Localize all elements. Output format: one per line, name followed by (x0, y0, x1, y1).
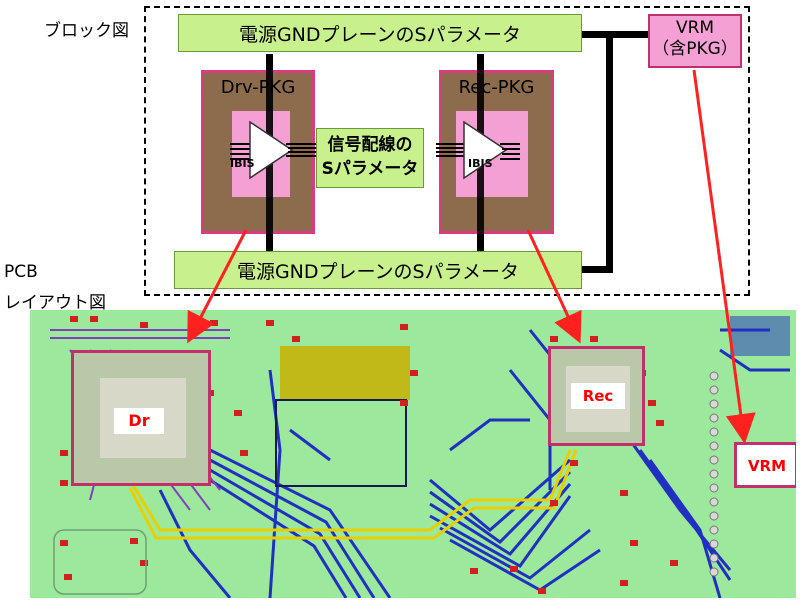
driver-ibis-label: IBIS (230, 157, 255, 170)
pcb-driver-label: Dr (114, 408, 164, 434)
pcb-artwork (50, 316, 790, 598)
pcb-vrm-label: VRM (747, 457, 787, 475)
vrm-subtitle: （含PKG） (652, 39, 738, 59)
pcb-layout: Dr Rec VRM (30, 310, 796, 598)
driver-package-title: Drv-PKG (220, 77, 296, 98)
pcb-caption-2: レイアウト図 (4, 293, 106, 313)
signal-line-title-2: Sパラメータ (321, 159, 419, 179)
signal-line-sparam-box: 信号配線の Sパラメータ (316, 128, 424, 188)
power-plane-top: 電源GNDプレーンのSパラメータ (178, 14, 582, 52)
vrm-connector-vertical (606, 31, 613, 273)
receiver-ibis-label: IBIS (468, 157, 493, 170)
vrm-connector-top (582, 31, 650, 38)
vrm-title: VRM (675, 18, 715, 38)
vrm-block: VRM （含PKG） (648, 14, 742, 68)
block-diagram-caption: ブロック図 (44, 21, 129, 41)
signal-line-title-1: 信号配線の (327, 135, 413, 155)
pcb-receiver-label: Rec (571, 383, 625, 409)
pcb-vrm-component (734, 442, 796, 488)
arrow-receiver-to-pcb (526, 229, 582, 344)
pcb-caption-1: PCB (4, 262, 38, 282)
vrm-connector-bottom (582, 266, 613, 273)
arrow-driver-to-pcb (187, 229, 248, 344)
driver-buffer-symbol (230, 120, 320, 180)
block-diagram-boundary (144, 6, 750, 296)
power-plane-bottom: 電源GNDプレーンのSパラメータ (174, 251, 582, 289)
arrow-vrm-to-pcb (692, 69, 756, 444)
receiver-buffer-symbol (436, 120, 520, 180)
